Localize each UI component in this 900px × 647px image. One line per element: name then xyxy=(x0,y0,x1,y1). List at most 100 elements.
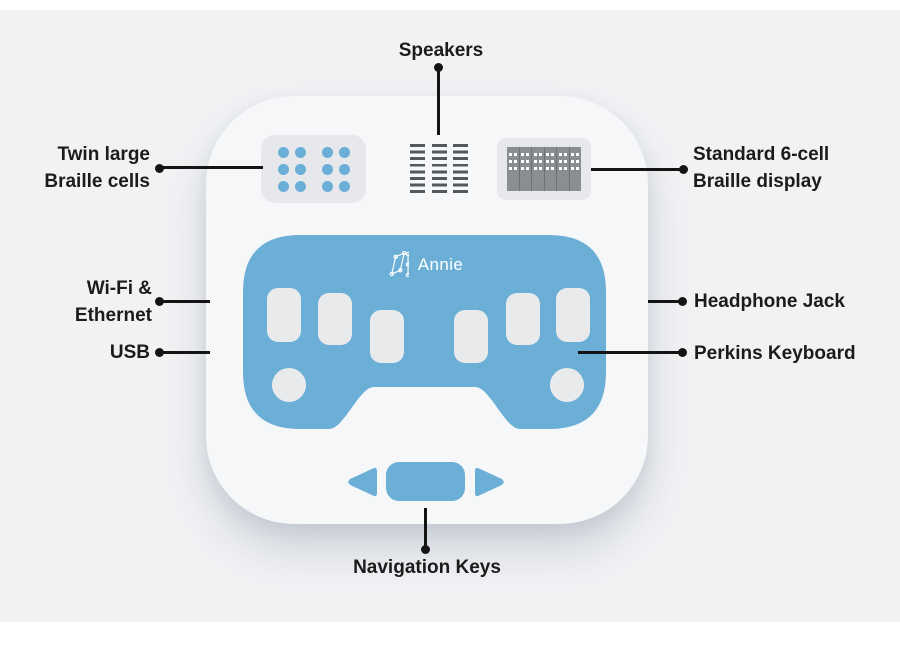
braille-dot xyxy=(321,163,333,175)
braille-display-dot xyxy=(546,153,550,156)
callout-dot-usb xyxy=(155,348,164,357)
braille-display-dot xyxy=(508,153,512,156)
callout-label-line: Braille display xyxy=(693,171,822,192)
callout-label-speakers: Speakers xyxy=(398,40,484,61)
callout-line-standard-braille xyxy=(591,168,683,171)
braille-display-dot xyxy=(576,153,580,156)
braille-display-dot xyxy=(513,160,517,163)
braille-display-dot xyxy=(558,153,562,156)
callout-label-line: Wi-Fi & xyxy=(86,278,152,299)
nav-left-arrow-icon xyxy=(348,467,377,497)
braille-display-dot xyxy=(538,160,542,163)
callout-label-line: Twin large xyxy=(57,144,150,165)
braille-display-dot xyxy=(551,153,555,156)
callout-line-perkins-keyboard xyxy=(578,351,682,354)
braille-display-cell xyxy=(545,147,557,191)
callout-label-line: Braille cells xyxy=(44,171,150,192)
braille-display-cell xyxy=(570,147,582,191)
braille-display-dot-grid xyxy=(546,153,555,191)
braille-dot xyxy=(277,180,289,192)
callout-dot-speakers xyxy=(434,63,443,72)
callout-label-wifi-ethernet: Wi-Fi & Ethernet xyxy=(0,275,152,329)
thumb-key-left xyxy=(272,368,306,402)
braille-display-dot xyxy=(576,160,580,163)
braille-dot xyxy=(338,146,350,158)
braille-display-dot-grid xyxy=(521,153,530,191)
perkins-keyboard-body xyxy=(243,235,606,429)
braille-cell-large xyxy=(277,146,306,192)
braille-display-cell xyxy=(557,147,570,191)
speaker-bar-column xyxy=(410,144,425,194)
braille-dot xyxy=(321,180,333,192)
braille-display-dot xyxy=(533,153,537,156)
braille-display-cell xyxy=(507,147,520,191)
braille-display-dot-grid xyxy=(508,153,517,191)
callout-dot-headphone-jack xyxy=(678,297,687,306)
annie-logo-icon xyxy=(389,251,409,278)
callout-dot-wifi-ethernet xyxy=(155,297,164,306)
braille-dot xyxy=(294,163,306,175)
braille-display-dot xyxy=(538,153,542,156)
callout-label-line: Ethernet xyxy=(74,305,152,326)
braille-display-dot xyxy=(526,153,530,156)
perkins-key xyxy=(454,310,488,363)
speaker-grille xyxy=(410,144,468,194)
callout-line-wifi-ethernet xyxy=(159,300,210,303)
braille-display-dot xyxy=(563,160,567,163)
braille-display-inner xyxy=(507,147,581,191)
callout-line-headphone-jack xyxy=(648,300,682,303)
braille-display-dot xyxy=(546,160,550,163)
braille-dot xyxy=(338,163,350,175)
braille-display-dot xyxy=(563,167,567,170)
braille-display-dot-grid xyxy=(571,153,580,191)
braille-display-dot xyxy=(521,167,525,170)
thumb-key-right xyxy=(550,368,584,402)
callout-line-twin-braille xyxy=(159,166,263,169)
braille-dot xyxy=(338,180,350,192)
callout-dot-twin-braille xyxy=(155,164,164,173)
braille-display-dot xyxy=(551,160,555,163)
callout-dot-standard-braille xyxy=(679,165,688,174)
speaker-bar-column xyxy=(431,144,447,194)
braille-display-dot xyxy=(551,167,555,170)
braille-dot xyxy=(321,146,333,158)
perkins-key xyxy=(267,288,301,342)
perkins-key xyxy=(506,293,540,345)
brand-name: Annie xyxy=(417,254,464,274)
braille-display-dot xyxy=(571,167,575,170)
braille-display-dot xyxy=(513,153,517,156)
braille-display-dot xyxy=(546,167,550,170)
braille-dot xyxy=(277,163,289,175)
braille-cell-large xyxy=(321,146,350,192)
braille-dot xyxy=(277,146,289,158)
braille-display-cell xyxy=(520,147,532,191)
braille-display-panel xyxy=(497,138,591,200)
callout-label-headphone-jack: Headphone Jack xyxy=(694,291,845,312)
braille-display-dot xyxy=(571,160,575,163)
braille-display-dot-grid xyxy=(558,153,567,191)
braille-display-dot xyxy=(521,160,525,163)
nav-select-key xyxy=(386,462,465,501)
callout-label-navigation-keys: Navigation Keys xyxy=(353,557,501,578)
braille-display-dot xyxy=(533,167,537,170)
perkins-key xyxy=(370,310,404,363)
callout-label-perkins-keyboard: Perkins Keyboard xyxy=(694,343,856,364)
speaker-bar-column xyxy=(453,144,468,194)
callout-label-line: Standard 6-cell xyxy=(693,144,830,165)
braille-display-dot xyxy=(521,153,525,156)
perkins-key xyxy=(556,288,590,342)
callout-label-twin-braille: Twin large Braille cells xyxy=(0,141,150,195)
braille-display-dot xyxy=(576,167,580,170)
braille-display-dot xyxy=(558,167,562,170)
braille-display-dot xyxy=(526,160,530,163)
braille-display-dot xyxy=(533,160,537,163)
braille-dot xyxy=(294,146,306,158)
braille-dot xyxy=(294,180,306,192)
brand-lockup: Annie xyxy=(243,251,606,278)
twin-braille-cells xyxy=(261,135,366,203)
braille-display-dot-grid xyxy=(533,153,542,191)
callout-label-standard-braille: Standard 6-cell Braille display xyxy=(693,141,829,195)
nav-right-arrow-icon xyxy=(475,467,504,497)
callout-line-speakers xyxy=(437,67,440,135)
